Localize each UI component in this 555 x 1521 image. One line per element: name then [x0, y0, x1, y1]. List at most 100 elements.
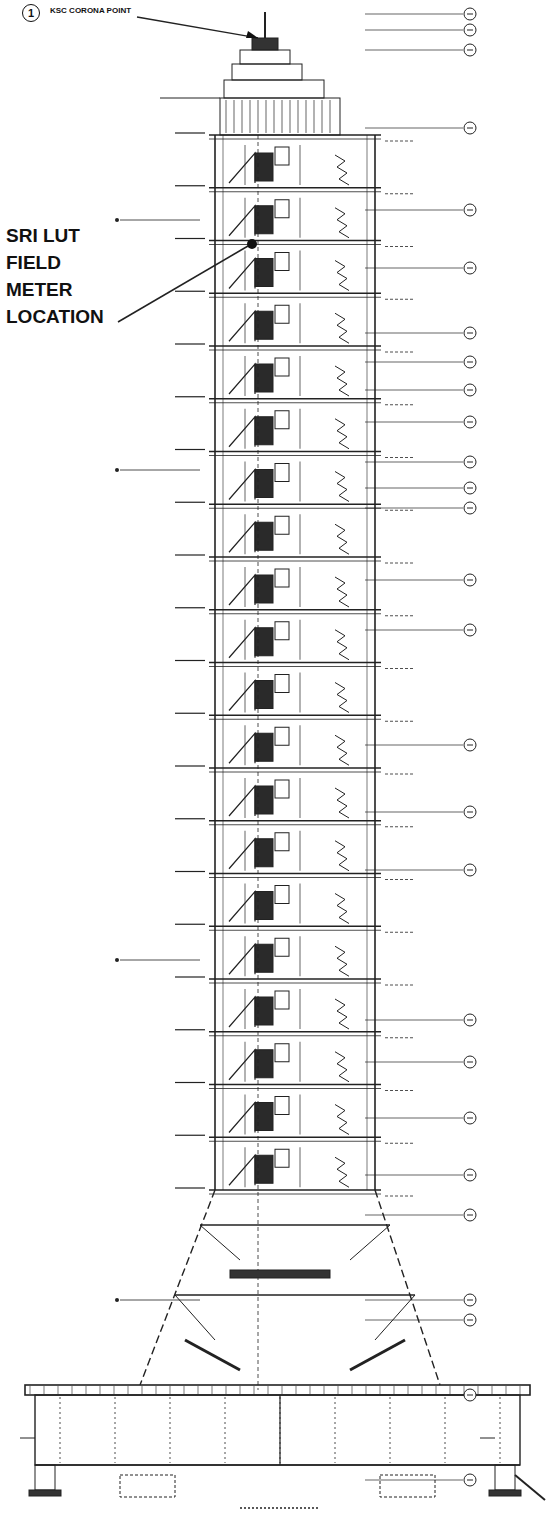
cable-run: [335, 208, 349, 238]
leader-line: [118, 246, 248, 322]
equipment-block: [275, 1149, 289, 1167]
floor-line: [209, 187, 381, 189]
brace: [175, 1295, 215, 1340]
deck-rib: [115, 1397, 116, 1463]
floor-line: [209, 824, 381, 825]
piping: [245, 567, 246, 607]
deck-hatch: [44, 1386, 45, 1394]
note-leader: [120, 1300, 200, 1301]
floor-line: [209, 613, 381, 614]
leader-line: [365, 1062, 463, 1063]
equipment-block: [275, 886, 289, 904]
deck-hatch: [436, 1386, 437, 1394]
elevation-tick: [385, 141, 415, 142]
elevation-tick: [175, 132, 205, 133]
piping: [300, 251, 301, 291]
equipment-block: [275, 1097, 289, 1115]
stair: [229, 153, 255, 183]
floor-line: [209, 820, 381, 822]
elevation-tick: [175, 449, 205, 450]
corona-mast: [264, 12, 266, 40]
stair: [229, 311, 255, 341]
equipment-block: [275, 938, 289, 956]
stair: [229, 1103, 255, 1133]
callout-circle: [464, 1294, 476, 1306]
callout-circle: [464, 1209, 476, 1221]
crane-hatch: [242, 100, 243, 133]
cable-run: [335, 1105, 349, 1135]
stair: [229, 470, 255, 500]
callout-circle: [464, 416, 476, 428]
leader-line: [365, 210, 463, 211]
piping: [245, 251, 246, 291]
top-deck: [240, 50, 290, 64]
deck-hatch: [128, 1386, 129, 1394]
top-deck: [232, 64, 302, 80]
callout-mark: [467, 812, 473, 813]
equipment-block: [275, 411, 289, 429]
floor-line: [209, 1189, 381, 1191]
elevation-tick: [385, 774, 415, 775]
deck-hatch: [72, 1386, 73, 1394]
piping: [300, 620, 301, 660]
piping: [245, 303, 246, 343]
leader-line: [365, 1215, 463, 1216]
piping: [300, 409, 301, 449]
leader-line: [365, 1175, 463, 1176]
stair: [229, 839, 255, 869]
leader-line: [365, 1395, 463, 1396]
floor-line: [209, 1084, 381, 1086]
crane-hatch: [274, 100, 275, 133]
deck-hatch: [100, 1386, 101, 1394]
note-leader: [120, 220, 200, 221]
equipment-block: [275, 675, 289, 693]
callout-mark: [467, 1320, 473, 1321]
floor-line: [209, 240, 381, 242]
elevation-tick: [175, 660, 205, 661]
callout-circle: [464, 574, 476, 586]
floor-line: [209, 350, 381, 351]
callout-circle: [464, 204, 476, 216]
cable-run: [335, 366, 349, 396]
note-leader: [120, 960, 200, 961]
elevation-tick: [385, 1037, 415, 1038]
elevation-tick: [175, 818, 205, 819]
piping: [245, 936, 246, 976]
floor-line: [209, 503, 381, 505]
floor-line: [209, 1194, 381, 1195]
pedestal-foot: [29, 1490, 61, 1496]
piping: [300, 831, 301, 871]
elevation-tick: [385, 879, 415, 880]
callout-circle: [464, 1014, 476, 1026]
stair: [229, 944, 255, 974]
crane-hatch: [322, 100, 323, 133]
piping: [300, 303, 301, 343]
callout-mark: [467, 1020, 473, 1021]
deck-hatch: [506, 1386, 507, 1394]
deck-rib: [170, 1397, 171, 1463]
stair: [229, 628, 255, 658]
piping: [300, 725, 301, 765]
elevation-tick: [175, 554, 205, 555]
meter-dot: [247, 239, 257, 249]
callout-mark: [467, 462, 473, 463]
cable-run: [335, 524, 349, 554]
leader-line: [365, 1300, 463, 1301]
crane-hatch: [314, 100, 315, 133]
leader-line: [365, 580, 463, 581]
cable-run: [335, 735, 349, 765]
caption-scribble: [240, 1507, 320, 1508]
piping: [245, 673, 246, 713]
elevation-tick: [175, 343, 205, 344]
callout-circle: [464, 1314, 476, 1326]
floor-line: [209, 398, 381, 400]
deck-rib: [335, 1397, 336, 1463]
callout-mark: [467, 580, 473, 581]
floor-line: [209, 345, 381, 347]
crane-hatch: [330, 100, 331, 133]
deck-body: [35, 1395, 520, 1465]
elevation-tick: [385, 668, 415, 669]
leader-line: [365, 508, 463, 509]
callout-circle: [464, 502, 476, 514]
cable-run: [335, 683, 349, 713]
